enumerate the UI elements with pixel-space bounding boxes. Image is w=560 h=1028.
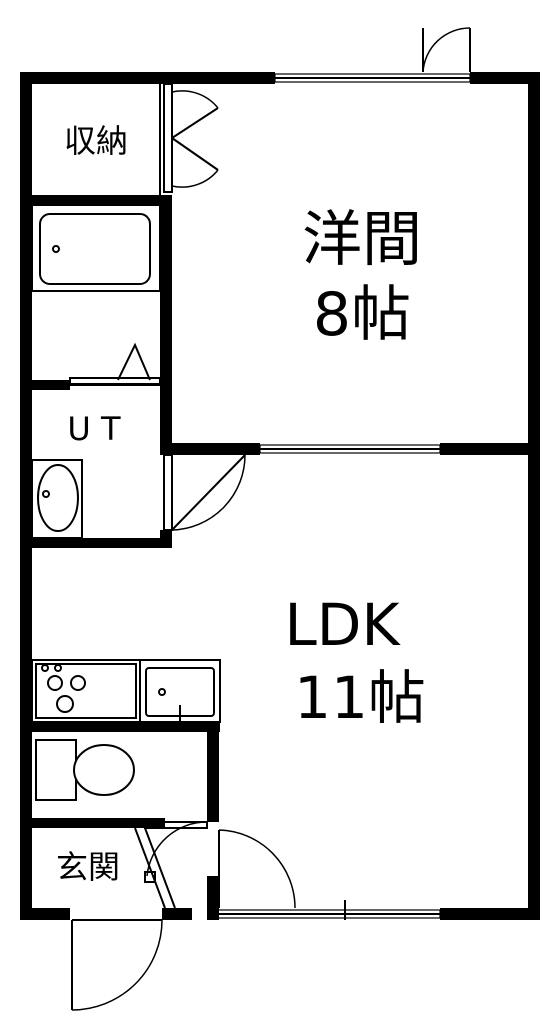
toilet <box>35 739 135 801</box>
bottom-window <box>214 900 441 920</box>
balcony-door <box>422 27 471 73</box>
ldk-room-name: LDK <box>284 591 401 659</box>
ldk-entry-door <box>218 829 296 909</box>
bathtub <box>31 204 161 292</box>
ut-label: U T <box>67 410 121 448</box>
ut-door <box>163 454 246 531</box>
storage-label: 収納 <box>64 122 128 160</box>
outer-walls <box>20 72 540 920</box>
toilet-door <box>144 821 208 877</box>
western-room-name: 洋間 <box>302 205 422 275</box>
top-window <box>274 73 471 83</box>
entrance-step <box>134 827 176 909</box>
bath-door <box>69 342 161 385</box>
kitchen-sink <box>139 659 221 723</box>
western-room-size: 8帖 <box>313 280 411 350</box>
wash-basin <box>31 459 83 539</box>
stove <box>31 659 141 723</box>
interior-walls <box>20 84 540 920</box>
storage-doors <box>163 83 219 193</box>
front-door <box>71 919 163 1011</box>
ldk-room-size: 11帖 <box>294 664 426 732</box>
entrance-label: 玄関 <box>56 848 120 886</box>
